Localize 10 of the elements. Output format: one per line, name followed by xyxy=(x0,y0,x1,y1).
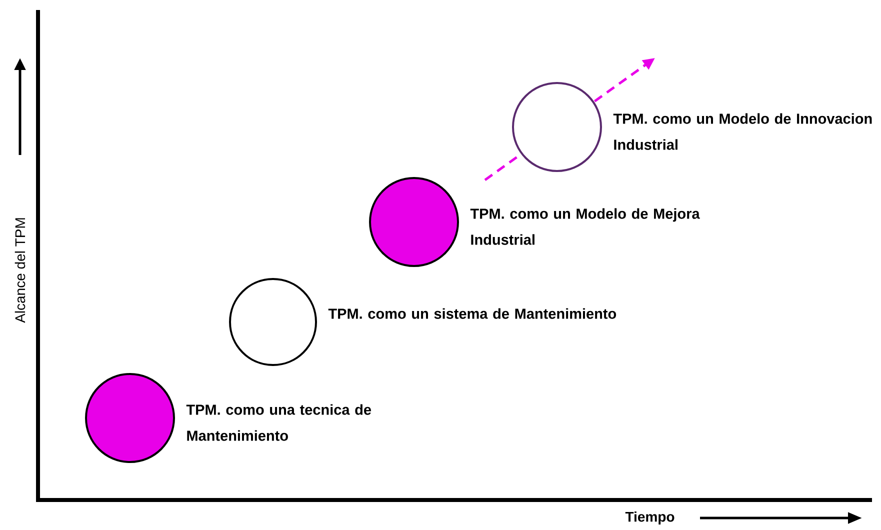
circle-caption: TPM. como una tecnica de Mantenimiento xyxy=(186,404,372,441)
circle xyxy=(229,278,317,366)
axis-title: Alcance del TPM xyxy=(14,218,26,323)
axis-title: Tiempo xyxy=(625,511,674,525)
circle xyxy=(369,177,459,267)
circle-caption: TPM. como un sistema de Mantenimiento xyxy=(328,308,616,319)
circle xyxy=(512,82,602,172)
circle xyxy=(85,373,175,463)
circle-caption: TPM. como un Modelo de Mejora Industrial xyxy=(470,208,700,245)
circle-caption: TPM. como un Modelo de Innovacion Industrial xyxy=(613,113,872,150)
